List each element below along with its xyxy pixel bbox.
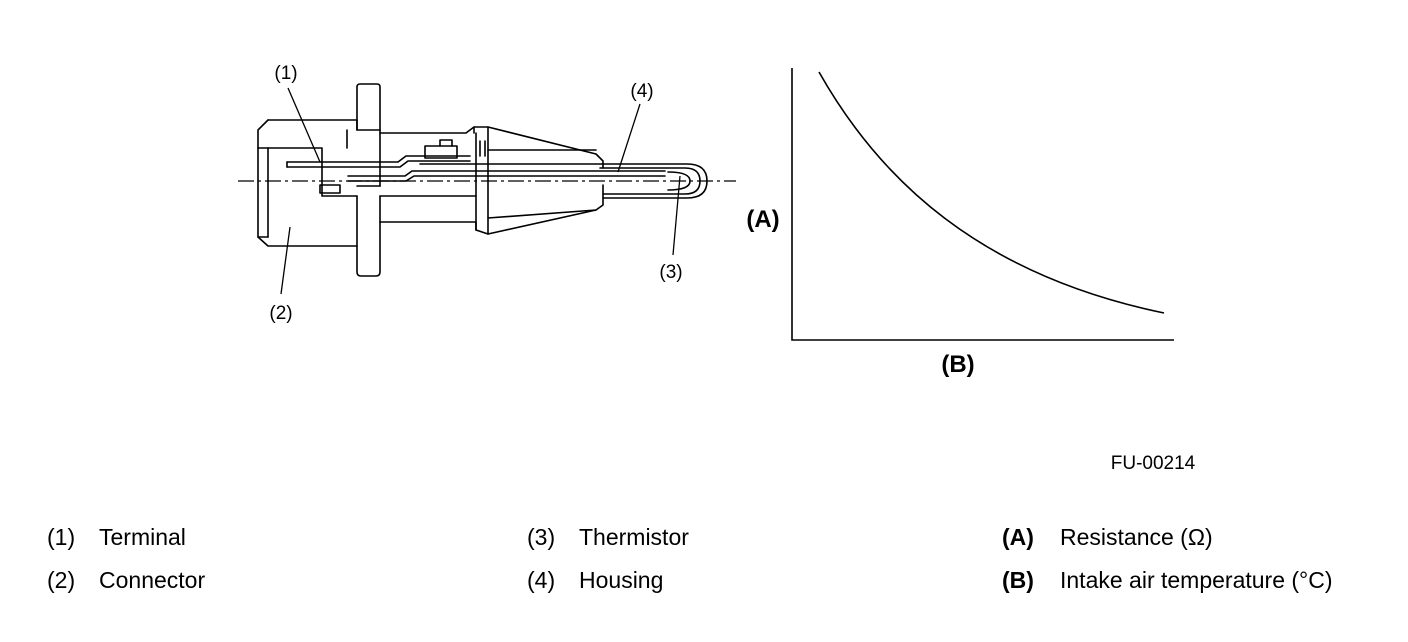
legend-item-thermistor: (3) Thermistor xyxy=(527,524,689,550)
legend-key: (4) xyxy=(527,567,556,593)
mounting-flange xyxy=(356,83,381,277)
legend-key: (A) xyxy=(1002,524,1034,550)
legend-item-housing: (4) Housing xyxy=(527,567,663,593)
legend-text: Housing xyxy=(579,567,664,593)
legend-text: Connector xyxy=(99,567,206,593)
legend-item-terminal: (1) Terminal xyxy=(47,524,186,550)
legend-item-resistance: (A) Resistance (Ω) xyxy=(1002,524,1213,550)
legend-key: (3) xyxy=(527,524,556,550)
legend-text: Thermistor xyxy=(579,524,689,550)
callout-housing: (4) xyxy=(630,81,653,102)
callout-thermistor: (3) xyxy=(659,262,682,283)
callout-connector: (2) xyxy=(269,303,292,324)
legend-key: (B) xyxy=(1002,567,1034,593)
terminal-leader-line xyxy=(287,87,321,163)
graph-axes xyxy=(791,68,1174,341)
thermistor-leader-line xyxy=(672,175,681,256)
legend-text: Resistance (Ω) xyxy=(1060,524,1213,550)
housing-leader-line xyxy=(617,103,641,173)
connector-leader-line xyxy=(280,226,291,295)
legend-text: Terminal xyxy=(99,524,186,550)
figure-id: FU-00214 xyxy=(1111,453,1196,474)
legend-item-intake-air-temperature: (B) Intake air temperature (°C) xyxy=(1002,567,1333,593)
graph-y-axis-label: (A) xyxy=(746,206,779,233)
connector-body xyxy=(257,119,381,247)
resistance-curve xyxy=(818,71,1165,314)
graph-x-axis-label: (B) xyxy=(941,351,974,378)
legend-item-connector: (2) Connector xyxy=(47,567,205,593)
callout-terminal: (1) xyxy=(274,63,297,84)
legend-text: Intake air temperature (°C) xyxy=(1060,567,1333,593)
legend-key: (1) xyxy=(47,524,76,550)
resistance-temperature-graph: (A) (B) xyxy=(746,68,1174,378)
legend-key: (2) xyxy=(47,567,76,593)
